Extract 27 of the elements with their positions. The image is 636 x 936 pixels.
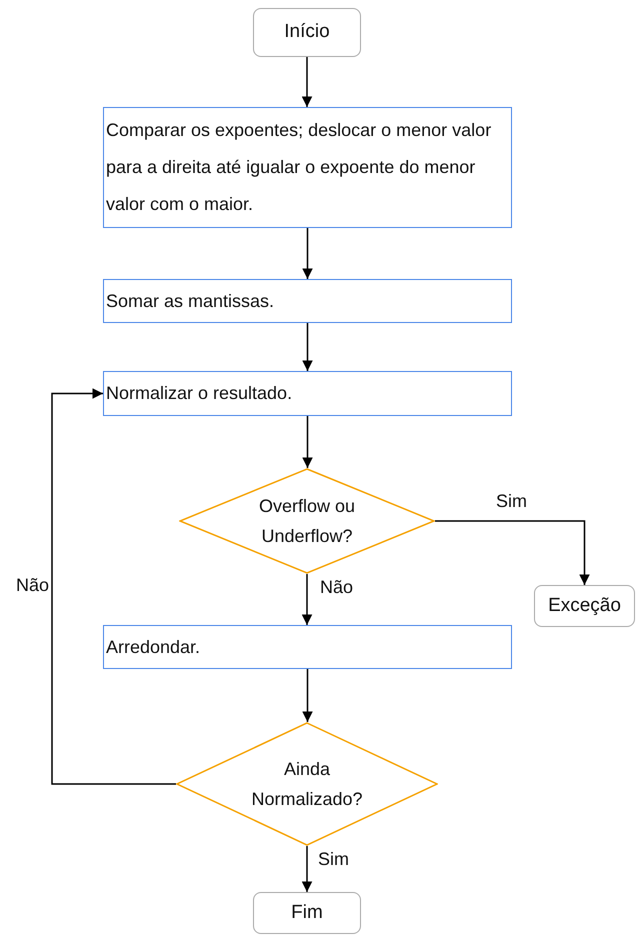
node-text: Arredondar. — [106, 636, 202, 658]
arrow — [302, 574, 312, 625]
node-text: Exceção — [548, 594, 621, 618]
node-text: Comparar os expoentes; deslocar o menor valor para a direita até igualar o expoente do menor valor com o maior. — [106, 119, 492, 216]
process-box — [103, 371, 512, 416]
node-text: Normalizar o resultado. — [106, 382, 294, 405]
node-text: Início — [284, 20, 330, 44]
node-text: Fim — [291, 900, 323, 925]
node-text: Somar as mantissas. — [106, 290, 276, 312]
arrow — [435, 520, 590, 585]
terminal-box — [253, 8, 361, 57]
arrow — [302, 228, 313, 279]
arrow — [302, 323, 313, 371]
arrow — [302, 416, 313, 468]
arrow — [302, 57, 312, 107]
node-text: Ainda Normalizado? — [250, 758, 364, 811]
arrow — [51, 388, 176, 785]
terminal-box — [534, 585, 635, 627]
arrow — [302, 669, 313, 722]
decision-diamond — [176, 722, 438, 846]
arrow — [302, 846, 312, 892]
terminal-box — [253, 892, 361, 934]
node-text: Overflow ou Underflow? — [258, 495, 356, 548]
process-box — [103, 279, 512, 323]
process-box — [103, 107, 512, 228]
process-box — [103, 625, 512, 669]
decision-diamond — [179, 468, 435, 574]
